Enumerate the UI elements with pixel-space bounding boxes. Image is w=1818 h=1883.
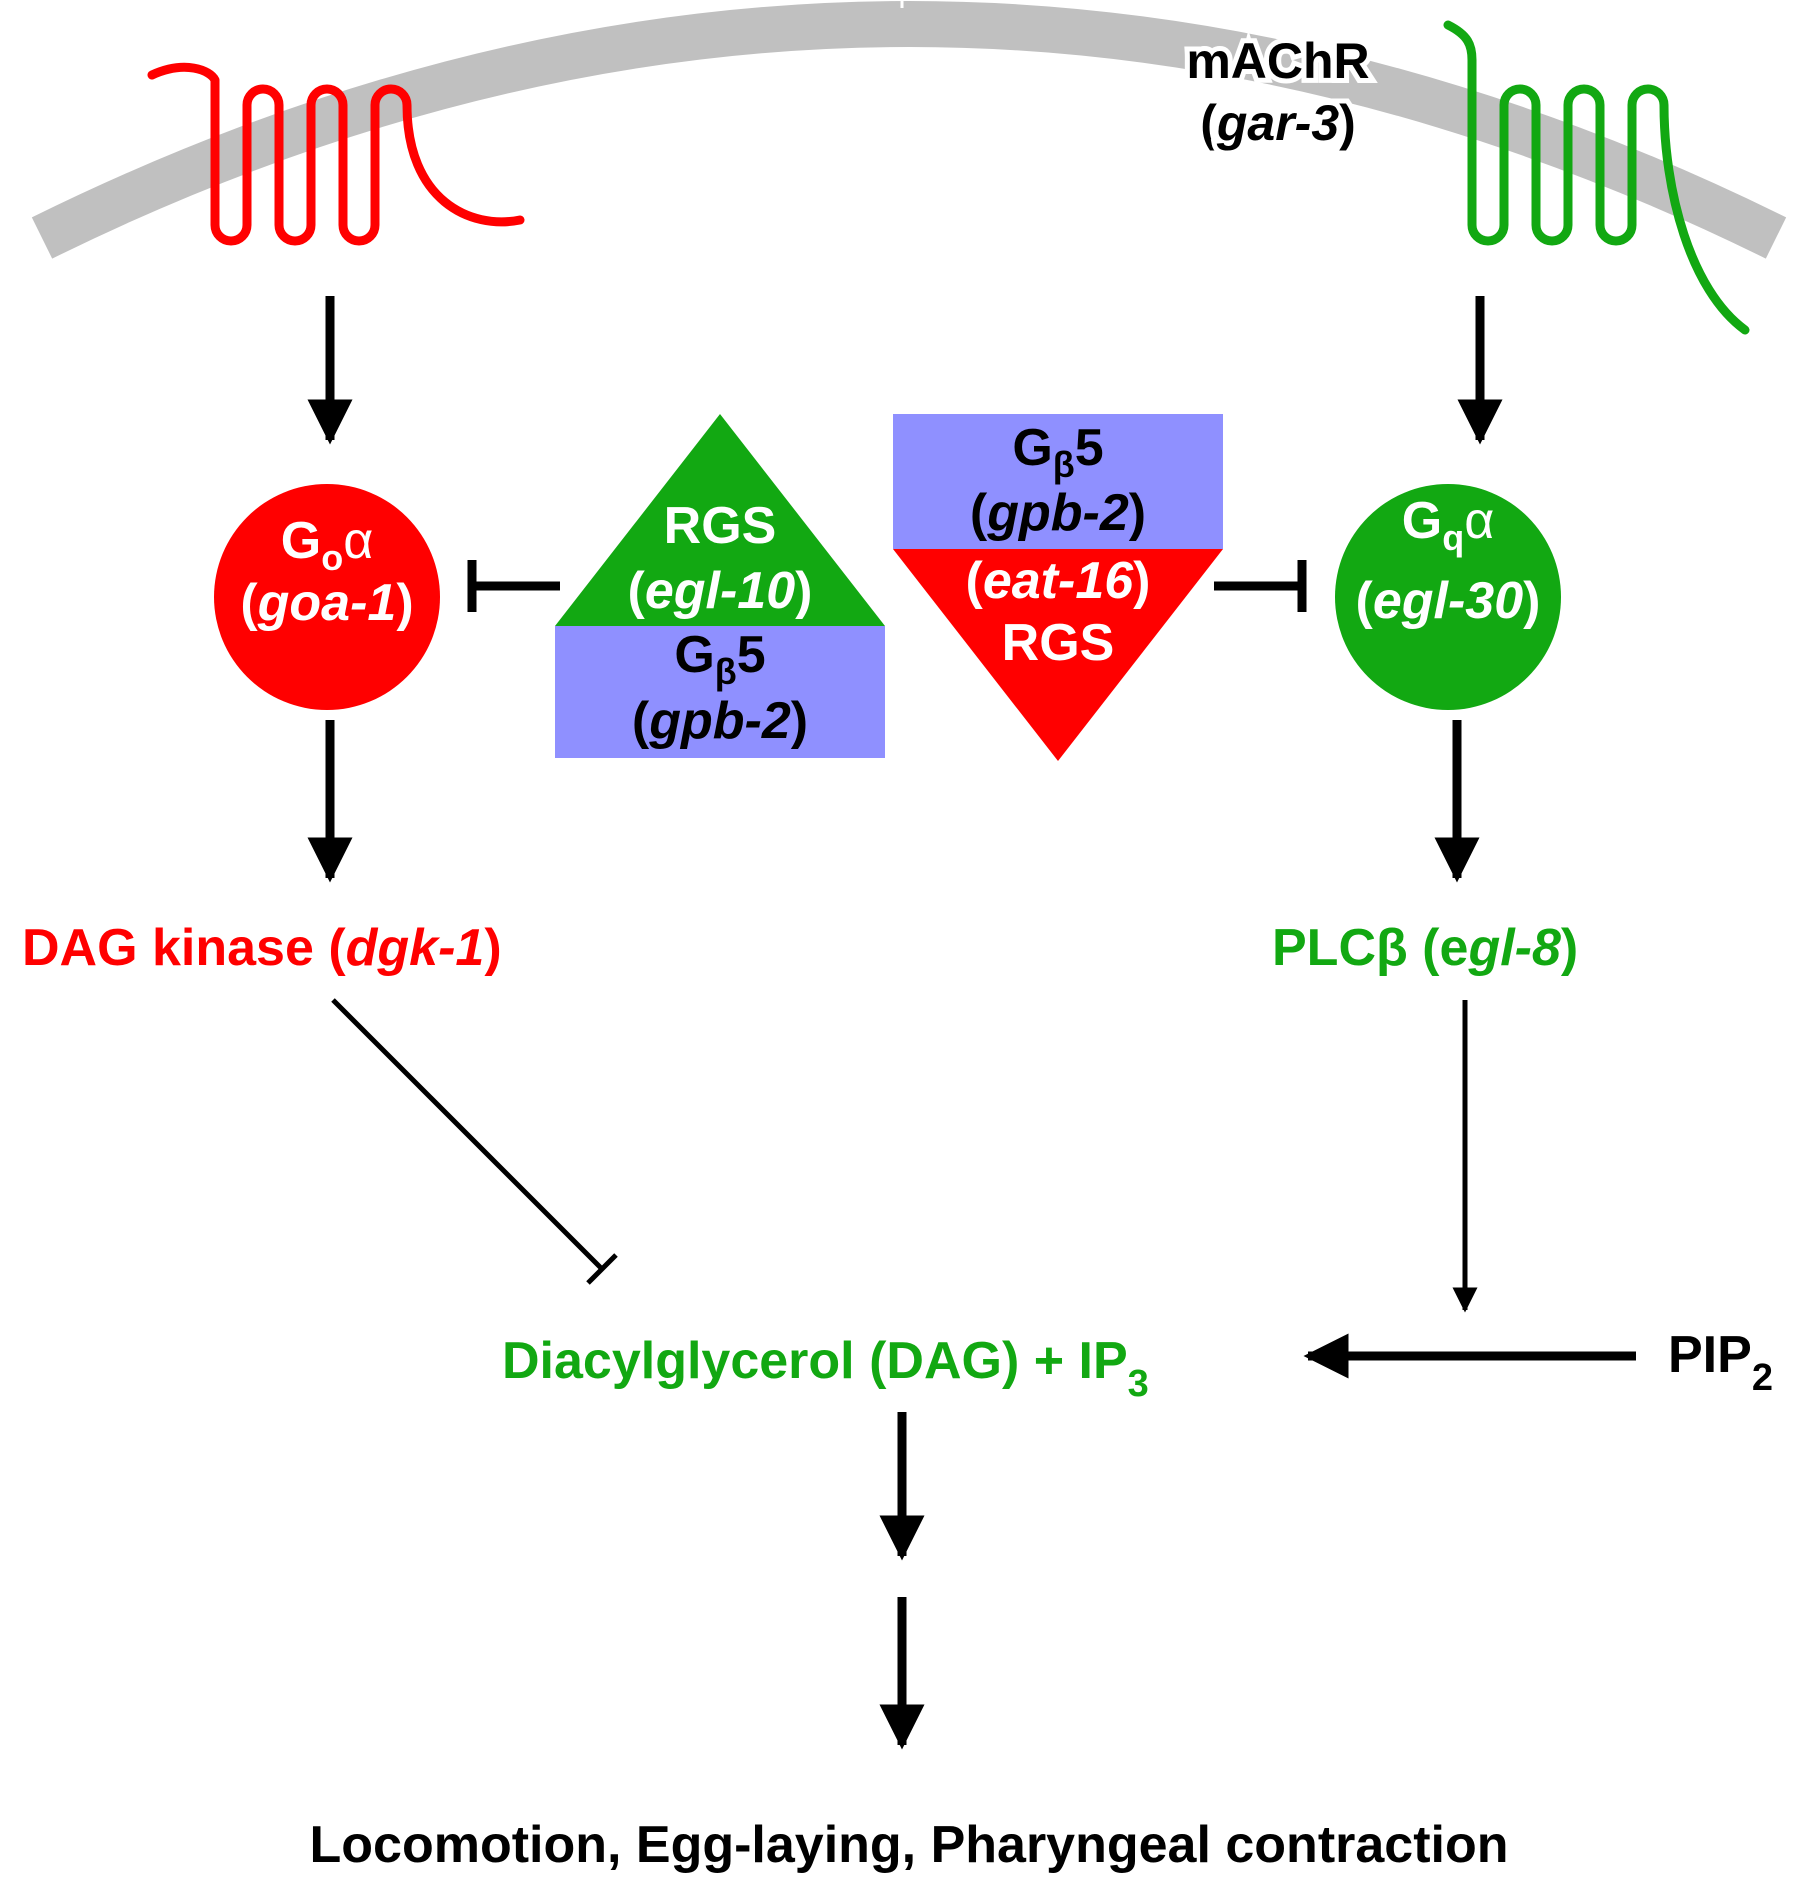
go-coupled-receptor [147, 62, 525, 246]
dag-kinase-label: DAG kinase (dgk-1) [22, 919, 502, 977]
gbeta5-left-box [555, 626, 885, 758]
inhibit-dgk-to-dag-line [331, 998, 604, 1271]
gq-alpha-node [1335, 484, 1561, 710]
go-alpha-label: Goα [281, 512, 374, 578]
gbeta5-right-box [893, 414, 1223, 549]
rgs-eat-16-triangle [893, 549, 1223, 761]
gar-3-label: (gar-3) [1200, 95, 1356, 151]
go-alpha-node [214, 484, 440, 710]
gbeta5-right-label: Gβ5 [1012, 419, 1103, 485]
machr-receptor [1443, 20, 1750, 335]
rgs-egl-10-triangle [555, 414, 885, 626]
cell-membrane [31, 1, 1787, 259]
egl-10-label: (egl-10) [628, 562, 813, 620]
gpb-2-right-label: (gpb-2) [970, 484, 1146, 542]
output-label: Locomotion, Egg-laying, Pharyngeal contr… [310, 1816, 1509, 1874]
goa-1-label: (goa-1) [240, 574, 413, 632]
plc-beta-label: PLCβ (egl-8) [1272, 919, 1578, 977]
products-label: Diacylglycerol (DAG) + IP3 [502, 1332, 1149, 1405]
egl-30-label: (egl-30) [1356, 572, 1541, 630]
gbeta5-left-label: Gβ5 [674, 626, 765, 692]
rgs-left-label: RGS [664, 497, 777, 555]
inhibit-dgk-to-dag-bar [586, 1253, 618, 1285]
gq-alpha-label: Gqα [1402, 492, 1495, 558]
gpb-2-left-label: (gpb-2) [632, 692, 808, 750]
rgs-right-label: RGS [1002, 614, 1115, 672]
machr-label: mAChR [1186, 33, 1369, 89]
pip2-label: PIP2 [1668, 1326, 1773, 1399]
eat-16-label: (eat-16) [966, 552, 1151, 610]
